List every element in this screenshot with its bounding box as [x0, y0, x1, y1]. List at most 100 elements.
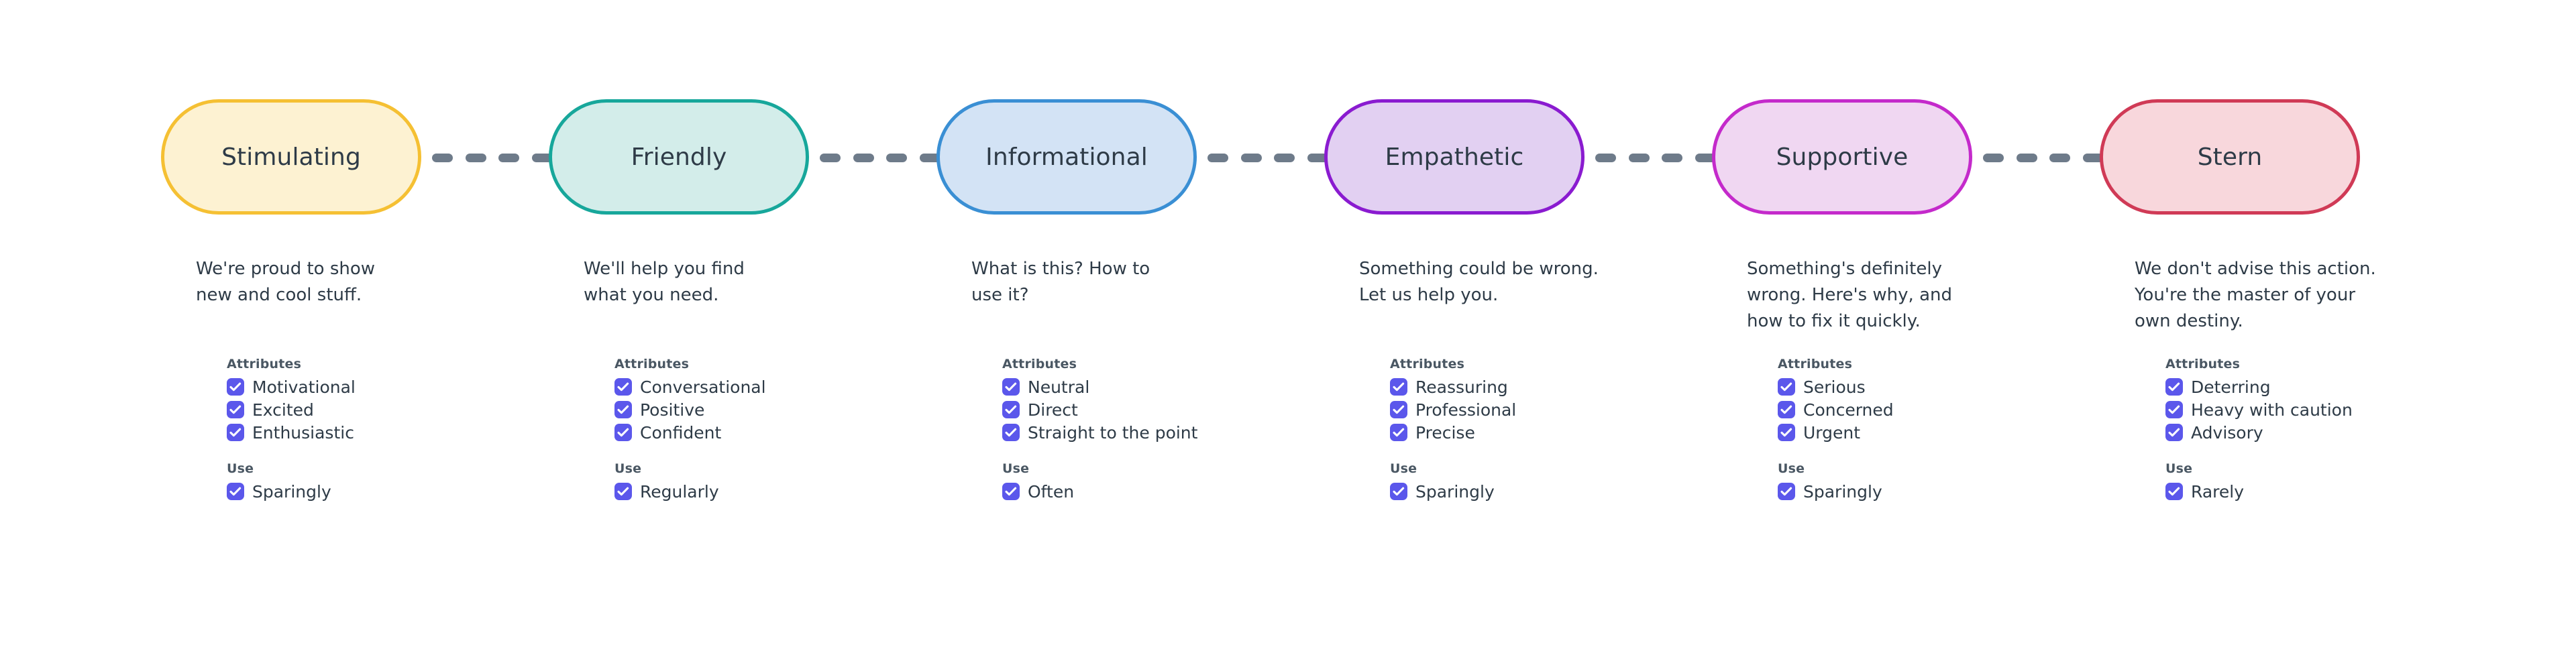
- connector-dash: [1662, 153, 1683, 162]
- use-label: Rarely: [2191, 481, 2244, 501]
- dashed-connector: [820, 153, 941, 162]
- attributes-check-row[interactable]: Urgent: [1778, 421, 2086, 444]
- attributes-label: Professional: [1415, 400, 1517, 420]
- attributes-check-row[interactable]: Heavy with caution: [2165, 398, 2474, 421]
- checkbox-checked-icon[interactable]: [1390, 401, 1407, 418]
- attributes-group-title: Attributes: [1390, 357, 1465, 371]
- checkbox-checked-icon[interactable]: [1390, 378, 1407, 396]
- connector-dash: [465, 153, 486, 162]
- dashed-connector: [1208, 153, 1328, 162]
- connector-dash: [1208, 153, 1228, 162]
- checkbox-checked-icon[interactable]: [2165, 483, 2183, 500]
- attributes-check-row[interactable]: Concerned: [1778, 398, 2086, 421]
- connector-dash: [886, 153, 908, 162]
- attributes-check-row[interactable]: Straight to the point: [1002, 421, 1311, 444]
- tone-pill-label: Empathetic: [1385, 143, 1524, 171]
- checkbox-checked-icon[interactable]: [2165, 401, 2183, 418]
- use-group-title: Use: [1390, 461, 1417, 476]
- attributes-label: Positive: [640, 400, 705, 420]
- checkbox-checked-icon[interactable]: [227, 483, 244, 500]
- tone-pill[interactable]: Stimulating: [161, 99, 421, 215]
- tone-pill[interactable]: Empathetic: [1324, 99, 1585, 215]
- attributes-check-row[interactable]: Positive: [614, 398, 923, 421]
- checkbox-checked-icon[interactable]: [227, 424, 244, 441]
- connector-dash: [1307, 153, 1328, 162]
- connector-dash: [531, 153, 553, 162]
- checkbox-checked-icon[interactable]: [1002, 378, 1020, 396]
- use-group-title: Use: [1778, 461, 1805, 476]
- attributes-label: Excited: [252, 400, 314, 420]
- tone-pill-label: Supportive: [1776, 143, 1909, 171]
- attributes-check-row[interactable]: Conversational: [614, 375, 923, 398]
- use-check-row[interactable]: Regularly: [614, 480, 923, 503]
- checkbox-checked-icon[interactable]: [1778, 483, 1795, 500]
- dashed-connector: [1595, 153, 1716, 162]
- attributes-group-title: Attributes: [2165, 357, 2241, 371]
- checkbox-checked-icon[interactable]: [614, 378, 632, 396]
- checkbox-checked-icon[interactable]: [1390, 483, 1407, 500]
- tone-pill[interactable]: Friendly: [549, 99, 809, 215]
- checkbox-checked-icon[interactable]: [614, 401, 632, 418]
- checkbox-checked-icon[interactable]: [1778, 424, 1795, 441]
- checkbox-checked-icon[interactable]: [1002, 424, 1020, 441]
- connector-dash: [1695, 153, 1716, 162]
- tone-description: Something could be wrong. Let us help yo…: [1359, 259, 1599, 305]
- attributes-check-row[interactable]: Enthusiastic: [227, 421, 535, 444]
- attributes-label: Advisory: [2191, 422, 2263, 442]
- use-label: Sparingly: [1415, 481, 1495, 501]
- attributes-check-row[interactable]: Serious: [1778, 375, 2086, 398]
- attributes-check-row[interactable]: Direct: [1002, 398, 1311, 421]
- attributes-label: Concerned: [1803, 400, 1894, 420]
- use-check-row[interactable]: Rarely: [2165, 480, 2474, 503]
- attributes-check-row[interactable]: Precise: [1390, 421, 1699, 444]
- checkbox-checked-icon[interactable]: [1778, 401, 1795, 418]
- attributes-check-row[interactable]: Neutral: [1002, 375, 1311, 398]
- connector-dash: [1983, 153, 2004, 162]
- checkbox-checked-icon[interactable]: [1002, 483, 1020, 500]
- checkbox-checked-icon[interactable]: [1390, 424, 1407, 441]
- use-group-title: Use: [2165, 461, 2193, 476]
- attributes-check-row[interactable]: Motivational: [227, 375, 535, 398]
- checkbox-checked-icon[interactable]: [614, 483, 632, 500]
- checkbox-checked-icon[interactable]: [227, 401, 244, 418]
- checkbox-checked-icon[interactable]: [2165, 424, 2183, 441]
- attributes-check-row[interactable]: Reassuring: [1390, 375, 1699, 398]
- attributes-check-row[interactable]: Professional: [1390, 398, 1699, 421]
- attributes-check-row[interactable]: Excited: [227, 398, 535, 421]
- connector-dash: [853, 153, 874, 162]
- attributes-group-title: Attributes: [227, 357, 302, 371]
- attributes-label: Direct: [1028, 400, 1078, 420]
- checkbox-checked-icon[interactable]: [614, 424, 632, 441]
- attributes-label: Deterring: [2191, 377, 2271, 397]
- attributes-check-row[interactable]: Deterring: [2165, 375, 2474, 398]
- attributes-label: Reassuring: [1415, 377, 1508, 397]
- checkbox-checked-icon[interactable]: [2165, 378, 2183, 396]
- connector-dash: [432, 153, 453, 162]
- checkbox-checked-icon[interactable]: [1002, 401, 1020, 418]
- checkbox-checked-icon[interactable]: [1778, 378, 1795, 396]
- use-check-row[interactable]: Sparingly: [227, 480, 535, 503]
- attributes-check-row[interactable]: Advisory: [2165, 421, 2474, 444]
- use-check-row[interactable]: Sparingly: [1390, 480, 1699, 503]
- attributes-check-row[interactable]: Confident: [614, 421, 923, 444]
- tone-pill[interactable]: Stern: [2100, 99, 2360, 215]
- connector-dash: [2016, 153, 2037, 162]
- use-check-row[interactable]: Sparingly: [1778, 480, 2086, 503]
- checkbox-checked-icon[interactable]: [227, 378, 244, 396]
- connector-dash: [2082, 153, 2104, 162]
- tone-pill[interactable]: Informational: [936, 99, 1197, 215]
- use-check-row[interactable]: Often: [1002, 480, 1311, 503]
- tone-pill[interactable]: Supportive: [1712, 99, 1972, 215]
